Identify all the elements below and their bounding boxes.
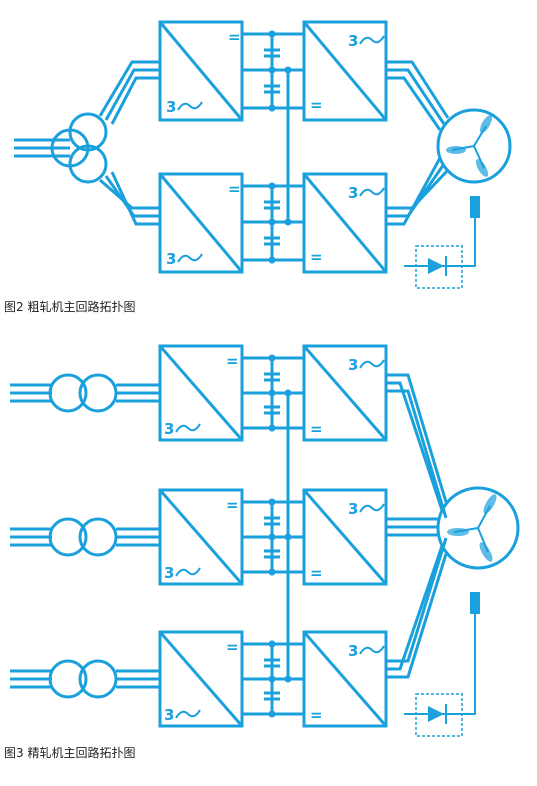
converter-icon [302,631,388,727]
ac-label: 3 [164,420,174,438]
converter-icon [302,345,388,441]
dc-label: = [228,28,241,46]
dc-label: = [310,706,323,724]
motor-feeder-line [386,553,448,679]
encoder-icon [462,196,480,267]
motor-feeder-line [386,537,448,663]
ac-label: 3 [348,500,358,518]
junction-dot [268,354,276,362]
motor-icon [436,108,512,184]
encoder-icon [470,592,480,614]
ac-label: 3 [164,564,174,582]
junction-dot [268,710,276,718]
diode-icon [428,706,444,722]
figure-2-rough-mill-topology: = 3 3 = [14,20,512,289]
converter-icon [302,489,388,585]
ac-label: 3 [348,184,358,202]
dc-label: = [226,352,239,370]
figure-2-caption: 图2 粗轧机主回路拓扑图 [4,300,136,314]
ac-wave-icon [359,503,385,513]
ac-label: 3 [166,98,176,116]
diode-icon [404,245,472,289]
ac-label: 3 [164,706,174,724]
capacitor-icon [264,200,280,246]
motor-blade [447,528,469,536]
dc-label: = [310,248,323,266]
ac-wave-icon [175,709,201,719]
converter-icon [158,631,244,727]
junction-dot [268,568,276,576]
figure-3-finishing-mill-topology: = 3 3 = = 3 3 = = 3 3 = [10,344,520,737]
motor-blade [483,494,497,514]
lower-feeder [99,171,160,226]
ac-label: 3 [166,250,176,268]
junction-dot [268,675,276,683]
junction-dot [268,640,276,648]
motor-feeder-line [386,381,444,511]
junction-dot [268,389,276,397]
dc-label: = [310,564,323,582]
dc-label: = [310,96,323,114]
transformer-icon [48,659,88,699]
junction-dot [268,533,276,541]
motor-feeder-line [386,373,448,503]
grid-input-lines [14,138,70,158]
motor-feeder-line [386,389,448,519]
junction-dot [268,498,276,506]
encoder-line [462,614,476,715]
ac-wave-icon [175,567,201,577]
capacitor-icon [264,48,280,94]
ac-label: 3 [348,32,358,50]
transformer-icon [48,517,88,557]
dc-label: = [228,180,241,198]
figure-3-caption: 图3 精轧机主回路拓扑图 [4,746,136,760]
motor-blade [479,542,493,562]
converter-icon [158,489,244,585]
upper-feeder [98,60,160,125]
ac-label: 3 [348,356,358,374]
junction-dot [268,424,276,432]
converter-icon [158,345,244,441]
motor-feeders [386,60,450,226]
dc-label: = [226,638,239,656]
motor-feeder-line [386,545,444,671]
converter-pair-lower: = 3 3 = [158,172,388,274]
ac-wave-icon [359,645,385,655]
ac-label: 3 [348,642,358,660]
dc-label: = [226,496,239,514]
ac-wave-icon [359,359,385,369]
transformer-icon [48,373,88,413]
dc-label: = [310,420,323,438]
motor-icon [436,486,520,570]
transformer-icon [50,112,108,184]
ac-wave-icon [175,423,201,433]
converter-pair-upper: = 3 3 = [158,20,388,122]
